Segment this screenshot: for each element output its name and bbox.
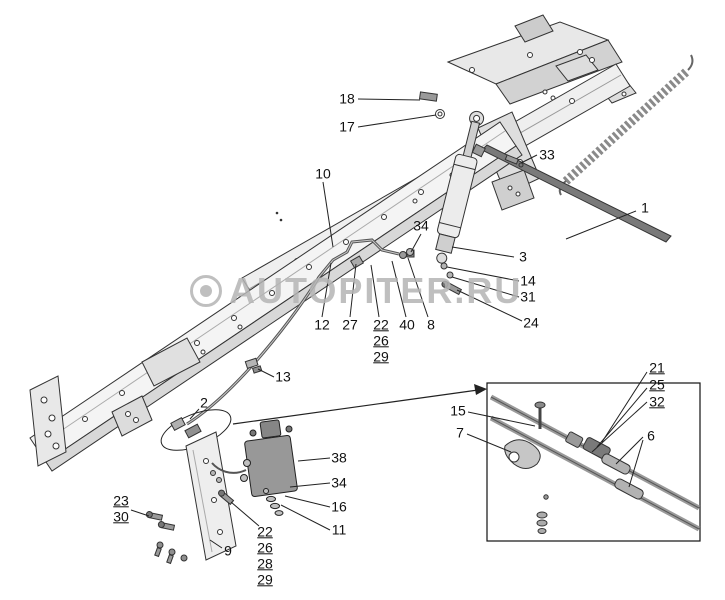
- callout-22-2: 22: [257, 523, 273, 540]
- callout-21: 21: [649, 359, 665, 376]
- detail-inset-box: [486, 382, 701, 542]
- callout-28: 28: [257, 555, 273, 572]
- callout-34-2: 34: [331, 474, 347, 491]
- callout-29: 29: [373, 348, 389, 365]
- callout-27: 27: [342, 316, 358, 333]
- valve-assembly: [211, 419, 298, 516]
- callout-3: 3: [519, 248, 527, 265]
- callout-22: 22: [373, 316, 389, 333]
- callout-34: 34: [413, 217, 429, 234]
- callout-9: 9: [224, 542, 232, 559]
- hydraulic-cylinder: [435, 110, 485, 264]
- callout-1: 1: [641, 199, 649, 216]
- callout-26: 26: [373, 332, 389, 349]
- callout-26-2: 26: [257, 539, 273, 556]
- callout-31: 31: [520, 288, 536, 305]
- callout-30: 30: [113, 508, 129, 525]
- callout-18: 18: [339, 90, 355, 107]
- callout-11: 11: [331, 521, 347, 538]
- callout-6: 6: [647, 427, 655, 444]
- callout-10: 10: [315, 165, 331, 182]
- pipe-connection: [160, 409, 232, 471]
- callout-2: 2: [200, 394, 208, 411]
- callout-15: 15: [450, 402, 466, 419]
- callout-24: 24: [523, 314, 539, 331]
- callout-7: 7: [456, 424, 464, 441]
- leader-lines: [130, 98, 648, 549]
- callout-17: 17: [339, 118, 355, 135]
- detail-arrow: [232, 384, 487, 425]
- callout-25: 25: [649, 376, 665, 393]
- callout-23: 23: [113, 492, 129, 509]
- callout-16: 16: [331, 498, 347, 515]
- callout-8: 8: [427, 316, 435, 333]
- callout-14: 14: [520, 272, 536, 289]
- frame-structure: [29, 14, 637, 472]
- callout-13: 13: [275, 368, 291, 385]
- callout-12: 12: [314, 316, 330, 333]
- callout-29-2: 29: [257, 571, 273, 588]
- torsion-bar: [471, 143, 672, 243]
- callout-33: 33: [539, 146, 555, 163]
- mounting-bracket: [185, 431, 237, 561]
- cable-lever-detail: [489, 394, 701, 534]
- callout-38: 38: [331, 449, 347, 466]
- callout-32: 32: [649, 393, 665, 410]
- callout-40: 40: [399, 316, 415, 333]
